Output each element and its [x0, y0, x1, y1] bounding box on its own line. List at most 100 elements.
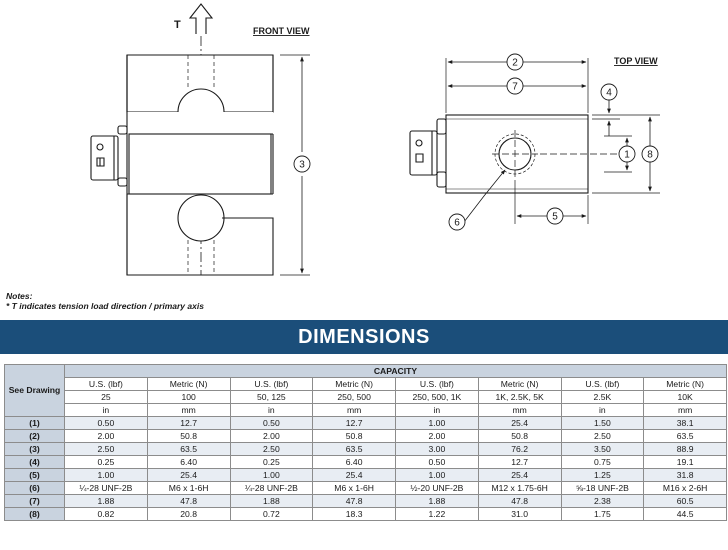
table-cell: 44.5: [643, 507, 727, 521]
table-cell: 12.7: [146, 416, 231, 430]
table-cell: 1.00: [395, 468, 479, 482]
tension-label: T: [174, 19, 181, 31]
capacity-header: CAPACITY: [64, 364, 727, 378]
row-label: (5): [4, 468, 65, 482]
table-cell: 2.50: [560, 429, 645, 443]
capacity-cell: 250, 500: [312, 390, 396, 404]
table-cell: ⅝-18 UNF-2B: [560, 481, 645, 495]
table-cell: 88.9: [643, 442, 727, 456]
length-unit-cell: in: [64, 403, 148, 417]
table-cell: 63.5: [643, 429, 727, 443]
capacity-cell: 250, 500, 1K: [395, 390, 479, 404]
table-cell: 25.4: [146, 468, 231, 482]
unit-header-cell: U.S. (lbf): [395, 377, 479, 391]
table-cell: 3.00: [395, 442, 479, 456]
table-cell: 0.75: [560, 455, 645, 469]
unit-header-cell: Metric (N): [643, 377, 727, 391]
row-label: (2): [4, 429, 65, 443]
capacity-cell: 25: [64, 390, 148, 404]
table-cell: 63.5: [312, 442, 396, 456]
table-cell: M6 x 1-6H: [312, 481, 396, 495]
table-cell: M12 x 1.75-6H: [477, 481, 562, 495]
notes-line: * T indicates tension load direction / p…: [6, 301, 204, 311]
table-cell: 1.50: [560, 416, 645, 430]
table-cell: 50.8: [477, 429, 562, 443]
callout-3: 3: [299, 160, 305, 171]
length-unit-cell: mm: [312, 403, 396, 417]
table-cell: M6 x 1-6H: [146, 481, 231, 495]
see-drawing-header: See Drawing: [4, 364, 65, 417]
table-cell: 0.72: [229, 507, 314, 521]
table-cell: 63.5: [146, 442, 231, 456]
top-view: [409, 53, 660, 231]
table-cell: 0.82: [64, 507, 148, 521]
row-label: (1): [4, 416, 65, 430]
unit-header-cell: U.S. (lbf): [229, 377, 314, 391]
table-cell: 1.00: [64, 468, 148, 482]
capacity-cell: 1K, 2.5K, 5K: [477, 390, 562, 404]
table-cell: 20.8: [146, 507, 231, 521]
cable-connector-icon: [90, 125, 128, 187]
length-unit-cell: mm: [477, 403, 562, 417]
table-cell: 1.22: [395, 507, 479, 521]
table-cell: 6.40: [146, 455, 231, 469]
callout-1: 1: [624, 150, 630, 161]
length-unit-cell: in: [229, 403, 314, 417]
load-cell-drawing: T FRONT VIEW 3: [90, 3, 660, 276]
length-unit-cell: mm: [643, 403, 727, 417]
table-cell: 0.50: [64, 416, 148, 430]
table-cell: 1.88: [395, 494, 479, 508]
table-cell: 25.4: [312, 468, 396, 482]
table-cell: ½-20 UNF-2B: [395, 481, 479, 495]
table-cell: 2.00: [64, 429, 148, 443]
table-cell: M16 x 2-6H: [643, 481, 727, 495]
table-cell: 2.50: [229, 442, 314, 456]
table-cell: 0.25: [229, 455, 314, 469]
table-cell: 1.88: [229, 494, 314, 508]
table-cell: 47.8: [312, 494, 396, 508]
table-cell: 12.7: [312, 416, 396, 430]
capacity-cell: 50, 125: [229, 390, 314, 404]
unit-header-cell: Metric (N): [312, 377, 396, 391]
table-cell: 76.2: [477, 442, 562, 456]
table-cell: 2.00: [229, 429, 314, 443]
dimensions-banner: DIMENSIONS: [0, 320, 728, 354]
table-cell: 12.7: [477, 455, 562, 469]
table-cell: 50.8: [312, 429, 396, 443]
capacity-cell: 2.5K: [560, 390, 645, 404]
row-label: (8): [4, 507, 65, 521]
table-cell: 31.0: [477, 507, 562, 521]
table-cell: 47.8: [477, 494, 562, 508]
table-cell: 31.8: [643, 468, 727, 482]
tension-arrow-icon: [188, 3, 214, 34]
callout-2: 2: [512, 58, 518, 69]
table-cell: 2.50: [64, 442, 148, 456]
unit-header-cell: U.S. (lbf): [560, 377, 645, 391]
unit-header-cell: U.S. (lbf): [64, 377, 148, 391]
capacity-cell: 10K: [643, 390, 727, 404]
table-cell: 0.50: [395, 455, 479, 469]
unit-header-cell: Metric (N): [146, 377, 231, 391]
table-cell: 0.25: [64, 455, 148, 469]
callout-7: 7: [512, 82, 518, 93]
callout-8: 8: [647, 150, 653, 161]
row-label: (7): [4, 494, 65, 508]
table-cell: 1.25: [560, 468, 645, 482]
table-cell: 38.1: [643, 416, 727, 430]
unit-header-row: U.S. (lbf)Metric (N)U.S. (lbf)Metric (N)…: [5, 377, 727, 391]
table-cell: 60.5: [643, 494, 727, 508]
length-unit-cell: in: [560, 403, 645, 417]
lower-threaded-hole: [177, 194, 225, 242]
top-view-label: TOP VIEW: [614, 56, 658, 66]
table-cell: 0.50: [229, 416, 314, 430]
table-cell: ¼-28 UNF-2B: [64, 481, 148, 495]
table-cell: 47.8: [146, 494, 231, 508]
table-cell: 2.00: [395, 429, 479, 443]
